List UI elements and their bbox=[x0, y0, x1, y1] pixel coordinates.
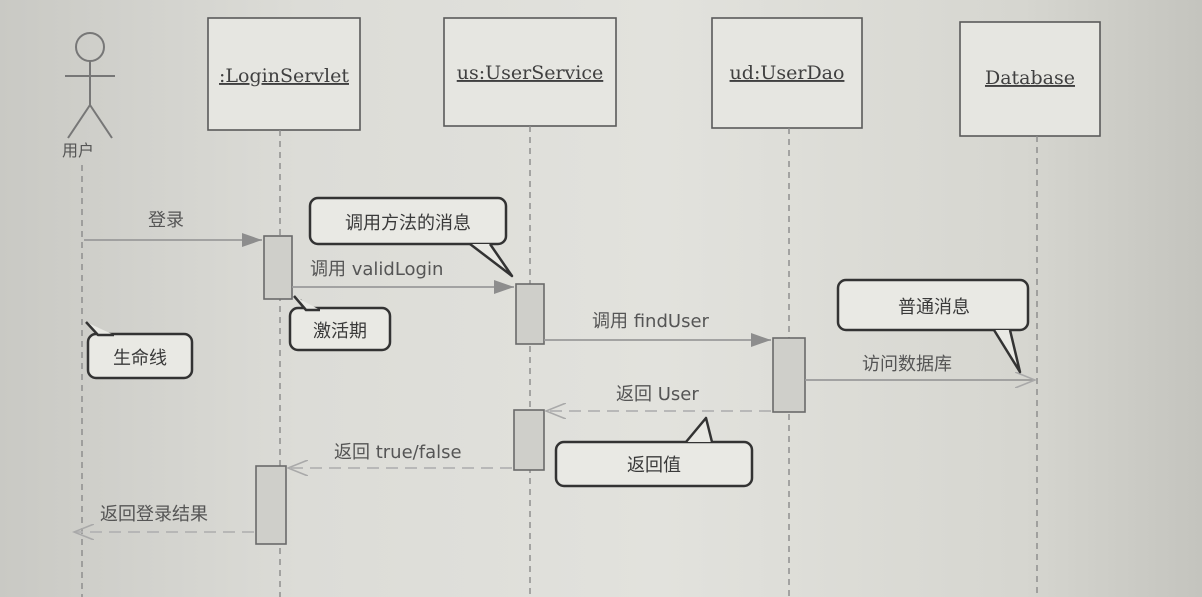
msg-access-db-label: 访问数据库 bbox=[862, 354, 952, 375]
msg-return-result-label: 返回登录结果 bbox=[100, 504, 208, 525]
svg-text:ud:UserDao: ud:UserDao bbox=[730, 62, 845, 84]
svg-text:返回值: 返回值 bbox=[627, 455, 681, 476]
svg-text:生命线: 生命线 bbox=[113, 348, 167, 369]
msg-login-label: 登录 bbox=[148, 210, 184, 231]
activation-login-servlet-2 bbox=[255, 465, 287, 545]
svg-text:Database: Database bbox=[985, 67, 1075, 89]
svg-text:激活期: 激活期 bbox=[313, 321, 367, 342]
activation-login-servlet-1 bbox=[263, 235, 293, 300]
actor-label: 用户 bbox=[62, 141, 94, 160]
msg-return-tf-label: 返回 true/false bbox=[334, 442, 462, 463]
note-activation: 激活期 bbox=[288, 295, 392, 352]
note-return-value: 返回值 bbox=[554, 416, 754, 488]
svg-text::LoginServlet: :LoginServlet bbox=[219, 65, 349, 87]
object-database: Database bbox=[959, 21, 1101, 137]
svg-text:调用方法的消息: 调用方法的消息 bbox=[345, 213, 471, 234]
svg-text:普通消息: 普通消息 bbox=[898, 297, 970, 318]
note-lifeline: 生命线 bbox=[85, 321, 194, 380]
object-user-dao: ud:UserDao bbox=[711, 17, 863, 129]
activation-user-service-2 bbox=[513, 409, 545, 471]
msg-find-user-label: 调用 findUser bbox=[592, 311, 710, 332]
actor-head bbox=[75, 32, 105, 62]
msg-valid-login-label: 调用 validLogin bbox=[310, 259, 443, 280]
svg-text:us:UserService: us:UserService bbox=[457, 62, 604, 84]
actor-user bbox=[65, 32, 115, 139]
note-normal-message: 普通消息 bbox=[836, 278, 1030, 374]
note-method-call: 调用方法的消息 bbox=[308, 196, 514, 278]
activation-user-dao bbox=[772, 337, 806, 413]
msg-return-user-label: 返回 User bbox=[616, 384, 699, 405]
object-login-servlet: :LoginServlet bbox=[207, 17, 361, 131]
object-user-service: us:UserService bbox=[443, 17, 617, 127]
activation-user-service-1 bbox=[515, 283, 545, 345]
